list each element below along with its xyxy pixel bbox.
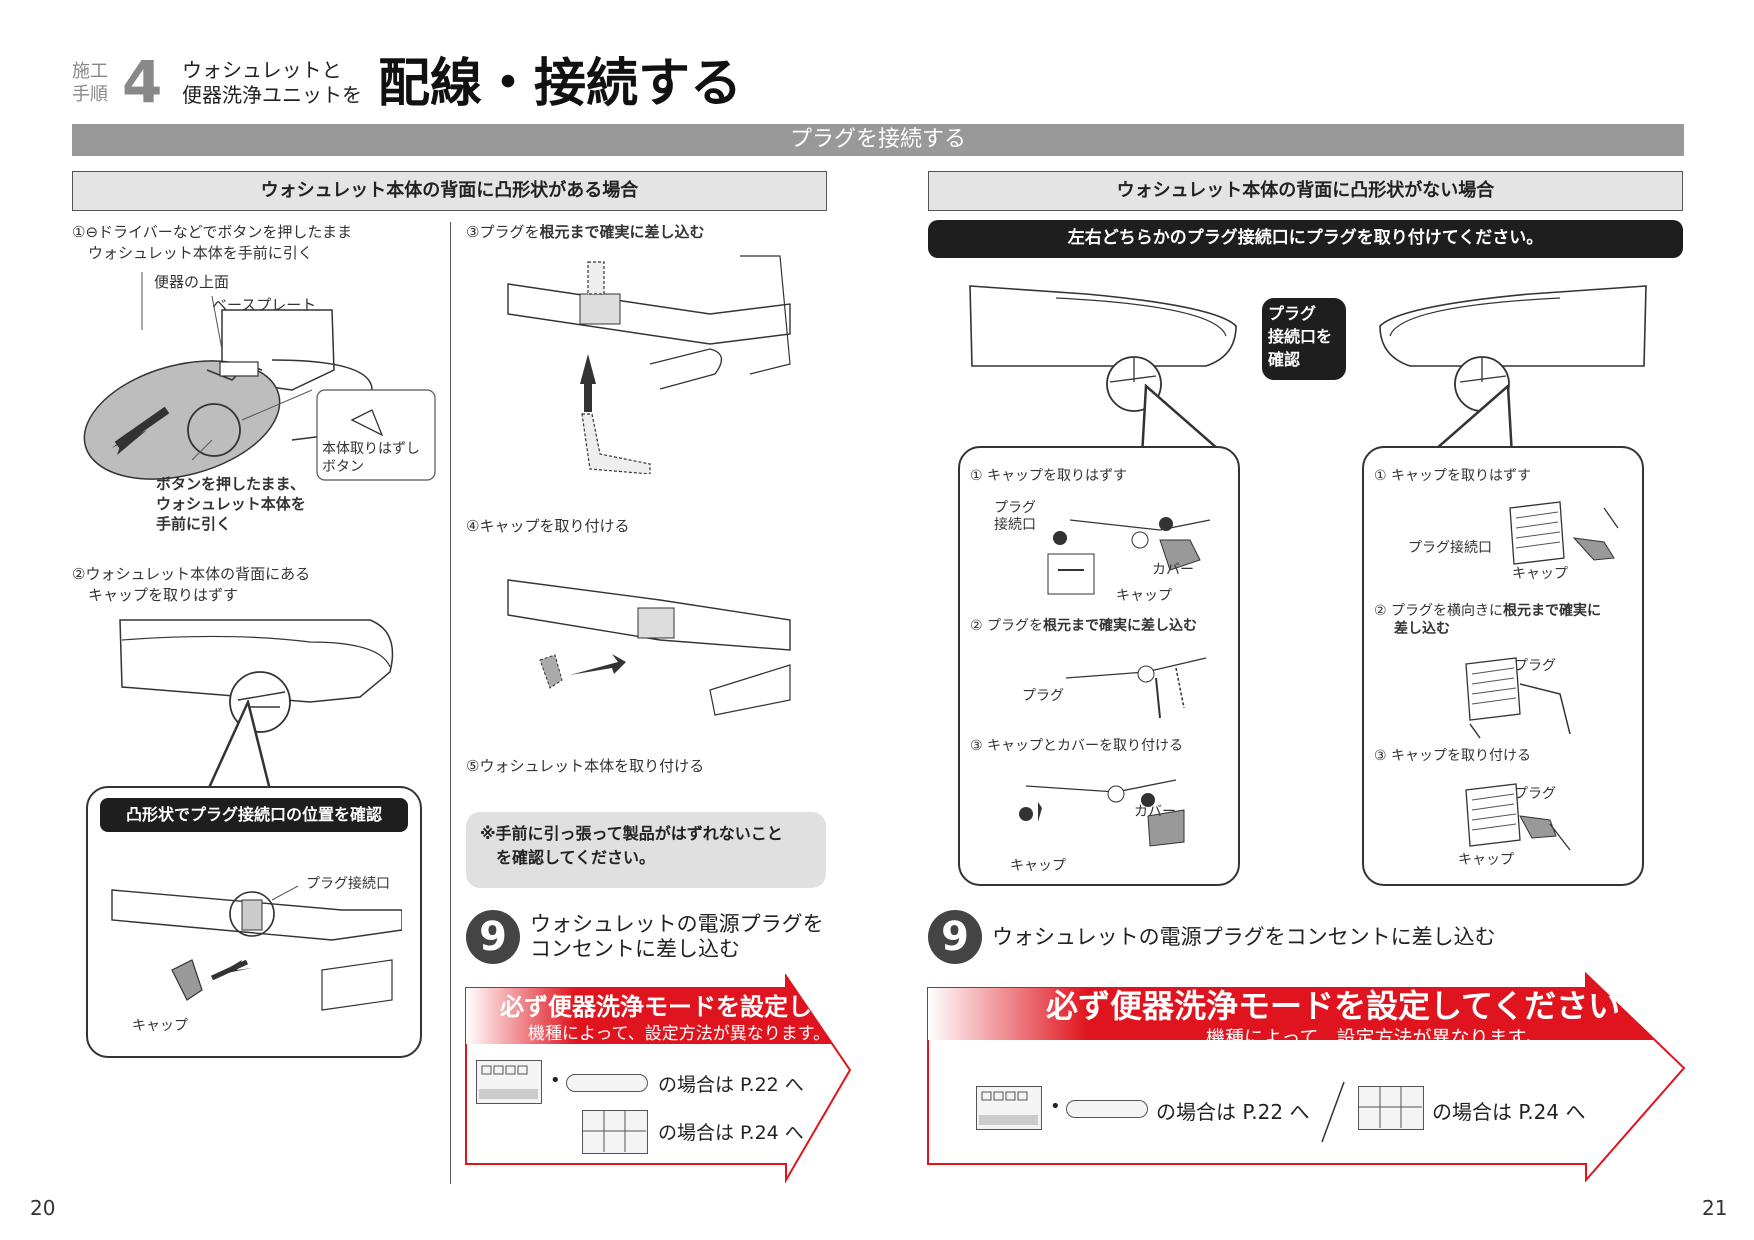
illus-insert-plug — [500, 254, 800, 474]
callout-box-a: ① キャップを取りはずす プラグ 接続口 カバー キャップ ② プラグを根元まで… — [958, 446, 1240, 886]
left-step4: ④キャップを取り付ける — [466, 517, 630, 535]
callout-box-left: 凸形状でプラグ接続口の位置を確認 プラグ接続口 キャップ — [86, 786, 422, 1058]
left-step5: ⑤ウォシュレット本体を取り付ける — [466, 757, 705, 775]
label-release-button: 本体取りはずし ボタン — [322, 441, 420, 475]
label-cap: キャップ — [132, 1018, 188, 1034]
box-a-step1: ① キャップを取りはずす — [970, 468, 1128, 484]
box-b-label-plug2: プラグ — [1514, 786, 1556, 802]
label-base-plate: ベースプレート — [212, 296, 317, 314]
remote-panel-icon — [476, 1060, 542, 1104]
left-heading: ウォシュレット本体の背面に凸形状がある場合 — [72, 171, 827, 211]
page-number-right: 21 — [1702, 1196, 1728, 1220]
banner-sub-left: 機種によって、設定方法が異なります。 — [528, 1024, 831, 1044]
page-subtitle: ウォシュレットと 便器洗浄ユニットを — [182, 58, 362, 107]
right-heading: ウォシュレット本体の背面に凸形状がない場合 — [928, 171, 1683, 211]
section-bar: プラグを接続する — [72, 124, 1684, 156]
remote-bar-icon — [566, 1074, 648, 1092]
illus-b-insert-plug — [1465, 657, 1571, 739]
box-a-step3: ③ キャップとカバーを取り付ける — [970, 738, 1184, 754]
bullet-right: • — [1050, 1096, 1061, 1117]
step9-text-right: ウォシュレットの電源プラグをコンセントに差し込む — [992, 925, 1496, 949]
banner-title-right: 必ず便器洗浄モードを設定してください — [1046, 987, 1621, 1025]
box-a-label-plug-port: プラグ 接続口 — [994, 500, 1036, 533]
column-divider — [450, 222, 451, 1184]
callout-box-b: ① キャップを取りはずす プラグ接続口 キャップ ② プラグを横向きに根元まで確… — [1362, 446, 1644, 886]
box-b-label-plug-port: プラグ接続口 — [1408, 540, 1492, 556]
label-plug-port: プラグ接続口 — [306, 876, 390, 892]
step9-badge-left: 9 — [466, 910, 520, 964]
ref-p24-right: の場合は P.24 へ — [1432, 1100, 1586, 1124]
box-b-step2: ② プラグを横向きに根元まで確実に 差し込む — [1374, 603, 1602, 637]
illus-a-attach-cap — [1019, 779, 1185, 847]
box-a-label-cover: カバー — [1152, 562, 1194, 578]
box-a-label-cap: キャップ — [1116, 588, 1172, 604]
step9-badge-right: 9 — [928, 910, 982, 964]
remote-bar-icon-right — [1066, 1100, 1148, 1118]
banner-arrow-right — [927, 972, 1686, 1182]
remote-grid-icon — [582, 1110, 648, 1154]
illus-a-insert-plug — [1065, 657, 1207, 719]
step9-text-left: ウォシュレットの電源プラグを コンセントに差し込む — [530, 912, 824, 961]
banner-arrow-left — [465, 974, 852, 1184]
callout-pointer — [206, 700, 272, 790]
caution-box: ※手前に引っ張って製品がはずれないこと を確認してください。 — [466, 812, 826, 888]
note-pull: ボタンを押したまま、 ウォシュレット本体を 手前に引く — [156, 475, 306, 533]
box-b-step3: ③ キャップを取り付ける — [1374, 748, 1532, 764]
callout-title: 凸形状でプラグ接続口の位置を確認 — [100, 798, 408, 832]
label-toilet-top: 便器の上面 — [154, 273, 230, 291]
page-title: 配線・接続する — [378, 54, 743, 114]
bullet-left: • — [550, 1070, 561, 1091]
check-plug-port-badge: プラグ 接続口を 確認 — [1262, 298, 1346, 380]
remote-grid-icon-right — [1358, 1086, 1424, 1130]
left-step1: ①⊖ドライバーなどでボタンを押したまま ウォシュレット本体を手前に引く — [72, 223, 352, 262]
ref-p22-left: の場合は P.22 へ — [658, 1074, 804, 1096]
slash-divider — [1321, 1081, 1345, 1143]
left-step3: ③プラグを根元まで確実に差し込む — [466, 223, 705, 241]
page-number-left: 20 — [30, 1196, 56, 1220]
remote-panel-icon-right — [976, 1086, 1042, 1130]
illus-b-attach-cap — [1465, 783, 1571, 851]
step-label: 施工 手順 — [72, 61, 108, 105]
illus-washlet-left-view — [969, 285, 1237, 412]
box-a-label-cover2: カバー — [1134, 804, 1176, 820]
box-b-label-cap2: キャップ — [1458, 852, 1514, 868]
illus-plug-port — [111, 885, 402, 1011]
right-instruction: 左右どちらかのプラグ接続口にプラグを取り付けてください。 — [928, 220, 1683, 258]
illus-b-remove-cap — [1509, 501, 1619, 565]
box-a-step2: ② プラグを根元まで確実に差し込む — [970, 618, 1198, 634]
illus-attach-cap — [500, 570, 800, 720]
left-step2: ②ウォシュレット本体の背面にある キャップを取りはずす — [72, 565, 311, 604]
box-a-label-cap2: キャップ — [1010, 858, 1066, 874]
box-b-step1: ① キャップを取りはずす — [1374, 468, 1532, 484]
box-b-label-plug: プラグ — [1514, 658, 1556, 674]
ref-p22-right: の場合は P.22 へ — [1156, 1100, 1310, 1124]
box-b-label-cap: キャップ — [1512, 566, 1568, 582]
step-number: 4 — [122, 48, 163, 116]
illus-remove-washlet — [72, 270, 442, 530]
illus-a-remove-cap — [1047, 517, 1211, 595]
banner-title-left: 必ず便器洗浄モードを設定してください — [500, 993, 931, 1021]
box-a-label-plug: プラグ — [1022, 688, 1064, 704]
banner-sub-right: 機種によって、設定方法が異なります。 — [1206, 1027, 1544, 1049]
ref-p24-left: の場合は P.24 へ — [658, 1122, 804, 1144]
